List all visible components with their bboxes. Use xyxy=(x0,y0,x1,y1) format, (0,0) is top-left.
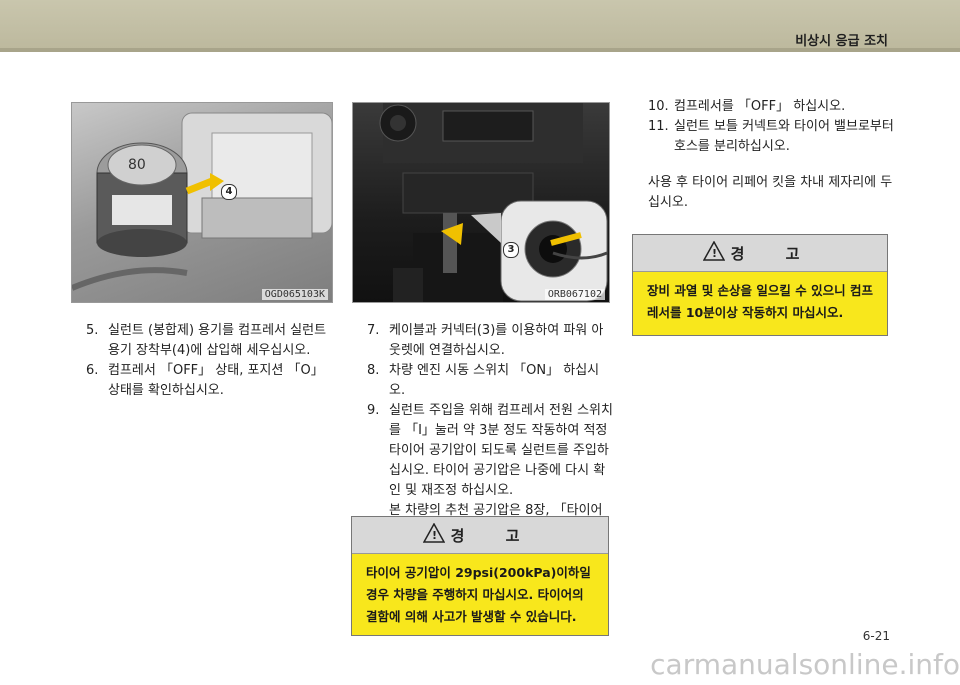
figure-code: OGD065103K xyxy=(261,289,328,300)
warning-header: ! 경 고 xyxy=(633,235,887,272)
col1-steps: 5. 실런트 (봉합제) 용기를 컴프레서 실런트 용기 장착부(4)에 삽입해… xyxy=(86,321,332,401)
figure-compressor-kit: 80 4 OGD065103K xyxy=(71,102,333,303)
page-number: 6-21 xyxy=(862,629,890,643)
warning-triangle-icon: ! xyxy=(422,522,445,547)
compressor-illustration: 80 xyxy=(72,112,332,291)
step-7: 7. 케이블과 커넥터(3)를 이용하여 파워 아웃렛에 연결하십시오. xyxy=(367,323,604,358)
step-5: 5. 실런트 (봉합제) 용기를 컴프레서 실런트 용기 장착부(4)에 삽입해… xyxy=(86,323,327,358)
step-9: 9. 실런트 주입을 위해 컴프레서 전원 스위치를 「I」눌러 약 3분 정도… xyxy=(367,403,613,498)
svg-text:!: ! xyxy=(712,247,717,260)
step-6: 6. 컴프레서 「OFF」 상태, 포지션 「O」 상태를 확인하십시오. xyxy=(86,363,324,398)
callout-4: 4 xyxy=(221,184,237,200)
header-bar xyxy=(0,0,960,52)
step-8: 8. 차량 엔진 시동 스위치 「ON」 하십시오. xyxy=(367,363,600,398)
warning-triangle-icon: ! xyxy=(702,240,725,265)
section-title: 비상시 응급 조치 xyxy=(795,34,888,49)
warning-text: 장비 과열 및 손상을 일으킬 수 있으니 컴프레서를 10분이상 작동하지 마… xyxy=(647,283,873,320)
callout-3: 3 xyxy=(503,242,519,258)
figure-code: ORB067102 xyxy=(544,289,605,300)
watermark: carmanualsonline.info xyxy=(0,648,960,685)
console-illustration xyxy=(379,103,608,302)
col2-steps: 7. 케이블과 커넥터(3)를 이용하여 파워 아웃렛에 연결하십시오. 8. … xyxy=(367,321,613,541)
step-10: 10. 컴프레서를 「OFF」 하십시오. xyxy=(648,99,846,114)
col3-steps: 10. 컴프레서를 「OFF」 하십시오. 11. 실런트 보틀 커넥트와 타이… xyxy=(648,97,894,213)
svg-text:!: ! xyxy=(432,529,437,542)
storage-note: 사용 후 타이어 리페어 킷을 차내 제자리에 두십시오. xyxy=(648,175,893,210)
warning-header: ! 경 고 xyxy=(352,517,608,554)
step-11: 11. 실런트 보틀 커넥트와 타이어 밸브로부터 호스를 분리하십시오. xyxy=(648,119,894,154)
figure-power-outlet: 3 ORB067102 xyxy=(352,102,610,303)
warning-box-overheat: ! 경 고 장비 과열 및 손상을 일으킬 수 있으니 컴프레서를 10분이상 … xyxy=(632,234,888,336)
warning-text: 타이어 공기압이 29psi(200kPa)이하일 경우 차량을 주행하지 마십… xyxy=(366,565,591,624)
svg-text:80: 80 xyxy=(128,157,146,173)
warning-box-pressure: ! 경 고 타이어 공기압이 29psi(200kPa)이하일 경우 차량을 주… xyxy=(351,516,609,636)
